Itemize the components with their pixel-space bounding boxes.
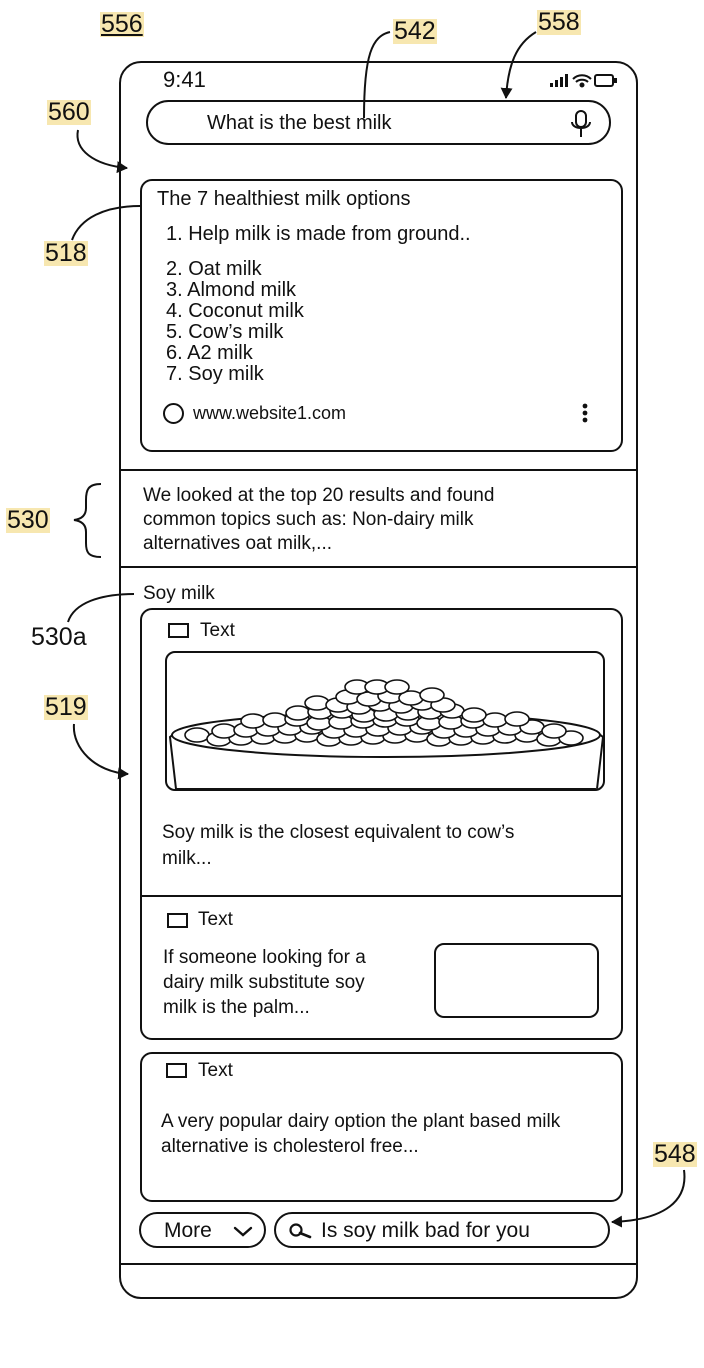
battery-icon [594, 74, 617, 87]
ref-548: 548 [653, 1140, 697, 1168]
text-label-icon [166, 1063, 187, 1078]
status-time: 9:41 [163, 67, 206, 92]
chevron-down-icon [233, 1226, 253, 1237]
divider-top [120, 469, 638, 471]
card1-label: Text [200, 620, 235, 641]
ref-530: 530 [6, 506, 50, 534]
soybean [240, 713, 266, 729]
soybean [384, 679, 410, 695]
result-item-list: 2. Oat milk 3. Almond milk 4. Coconut mi… [166, 259, 304, 385]
ref-519: 519 [44, 693, 88, 721]
microphone-icon[interactable] [570, 110, 592, 138]
summary-text: We looked at the top 20 results and foun… [143, 484, 494, 555]
card3-label: Text [198, 1060, 233, 1081]
source-link[interactable]: www.website1.com [193, 403, 347, 423]
soybean-bowl-illustration [168, 679, 603, 789]
summary-line-2: common topics such as: Non-dairy milk [143, 508, 474, 530]
search-query: What is the best milk [207, 112, 392, 134]
wifi-icon [572, 74, 592, 88]
ref-558: 558 [537, 8, 581, 36]
leader-530a [67, 593, 135, 623]
result-item-3: 3. Almond milk [166, 279, 297, 301]
soybean [419, 687, 445, 703]
result-item-4: 4. Coconut milk [166, 300, 304, 322]
soybean [504, 711, 530, 727]
card-divider [141, 895, 622, 897]
result-item-1: 1. Help milk is made from ground.. [166, 223, 471, 245]
search-bar[interactable]: What is the best milk [146, 100, 611, 145]
card3-line-2: alternative is cholesterol free... [161, 1136, 419, 1157]
more-button[interactable]: More [139, 1212, 266, 1248]
result-item-7: 7. Soy milk [166, 363, 264, 385]
text-label-icon [167, 913, 188, 928]
leader-542 [363, 31, 391, 119]
ref-556: 556 [100, 10, 144, 38]
card1-text: Soy milk is the closest equivalent to co… [162, 820, 514, 872]
result-item-6: 6. A2 milk [166, 342, 253, 364]
soybean [285, 705, 311, 721]
soybean-image [165, 651, 605, 791]
ref-518: 518 [44, 239, 88, 267]
topic-heading: Soy milk [143, 583, 215, 604]
more-label: More [164, 1219, 212, 1242]
card1-line-2: milk... [162, 848, 212, 869]
card3-line-1: A very popular dairy option the plant ba… [161, 1111, 561, 1132]
text-label-icon [168, 623, 189, 638]
soybean [262, 712, 288, 728]
card3-text: A very popular dairy option the plant ba… [161, 1109, 560, 1159]
card2-line-3: milk is the palm... [163, 997, 310, 1018]
source-favicon-icon [163, 403, 184, 424]
phone-frame [119, 61, 638, 1299]
suggestion-chip[interactable]: Is soy milk bad for you [274, 1212, 610, 1248]
card2-label: Text [198, 909, 233, 930]
leader-548 [611, 1169, 686, 1228]
brace-530 [73, 483, 102, 558]
ref-542: 542 [393, 17, 437, 45]
status-icons [550, 74, 617, 88]
summary-line-1: We looked at the top 20 results and foun… [143, 485, 495, 506]
divider-middle [120, 566, 638, 568]
result-item-2: 2. Oat milk [166, 258, 262, 280]
soybean [461, 707, 487, 723]
search-icon [289, 1223, 312, 1239]
soybean [541, 723, 567, 739]
card2-thumbnail [434, 943, 599, 1018]
soybean [184, 727, 210, 743]
card2-line-2: dairy milk substitute soy [163, 972, 365, 993]
signal-icon [550, 74, 568, 87]
leader-519 [72, 723, 129, 780]
result-item-5: 5. Cow’s milk [166, 321, 284, 343]
leader-518 [71, 205, 141, 241]
result-title: The 7 healthiest milk options [157, 188, 411, 210]
ref-560: 560 [47, 98, 91, 126]
card1-line-1: Soy milk is the closest equivalent to co… [162, 822, 515, 843]
topic-card-3[interactable] [140, 1052, 623, 1202]
result-card[interactable] [140, 179, 623, 452]
soybean [304, 695, 330, 711]
soybean [211, 723, 237, 739]
summary-line-3: alternatives oat milk,... [143, 532, 333, 554]
card2-text: If someone looking for a dairy milk subs… [163, 945, 366, 1020]
card2-line-1: If someone looking for a [163, 947, 366, 968]
divider-bottom [120, 1263, 638, 1265]
ref-530a: 530a [31, 623, 87, 651]
topic-card-group [140, 608, 623, 1040]
more-options-icon[interactable] [580, 403, 590, 425]
leader-558 [500, 31, 537, 99]
suggestion-text: Is soy milk bad for you [321, 1219, 530, 1242]
leader-560 [76, 129, 128, 174]
